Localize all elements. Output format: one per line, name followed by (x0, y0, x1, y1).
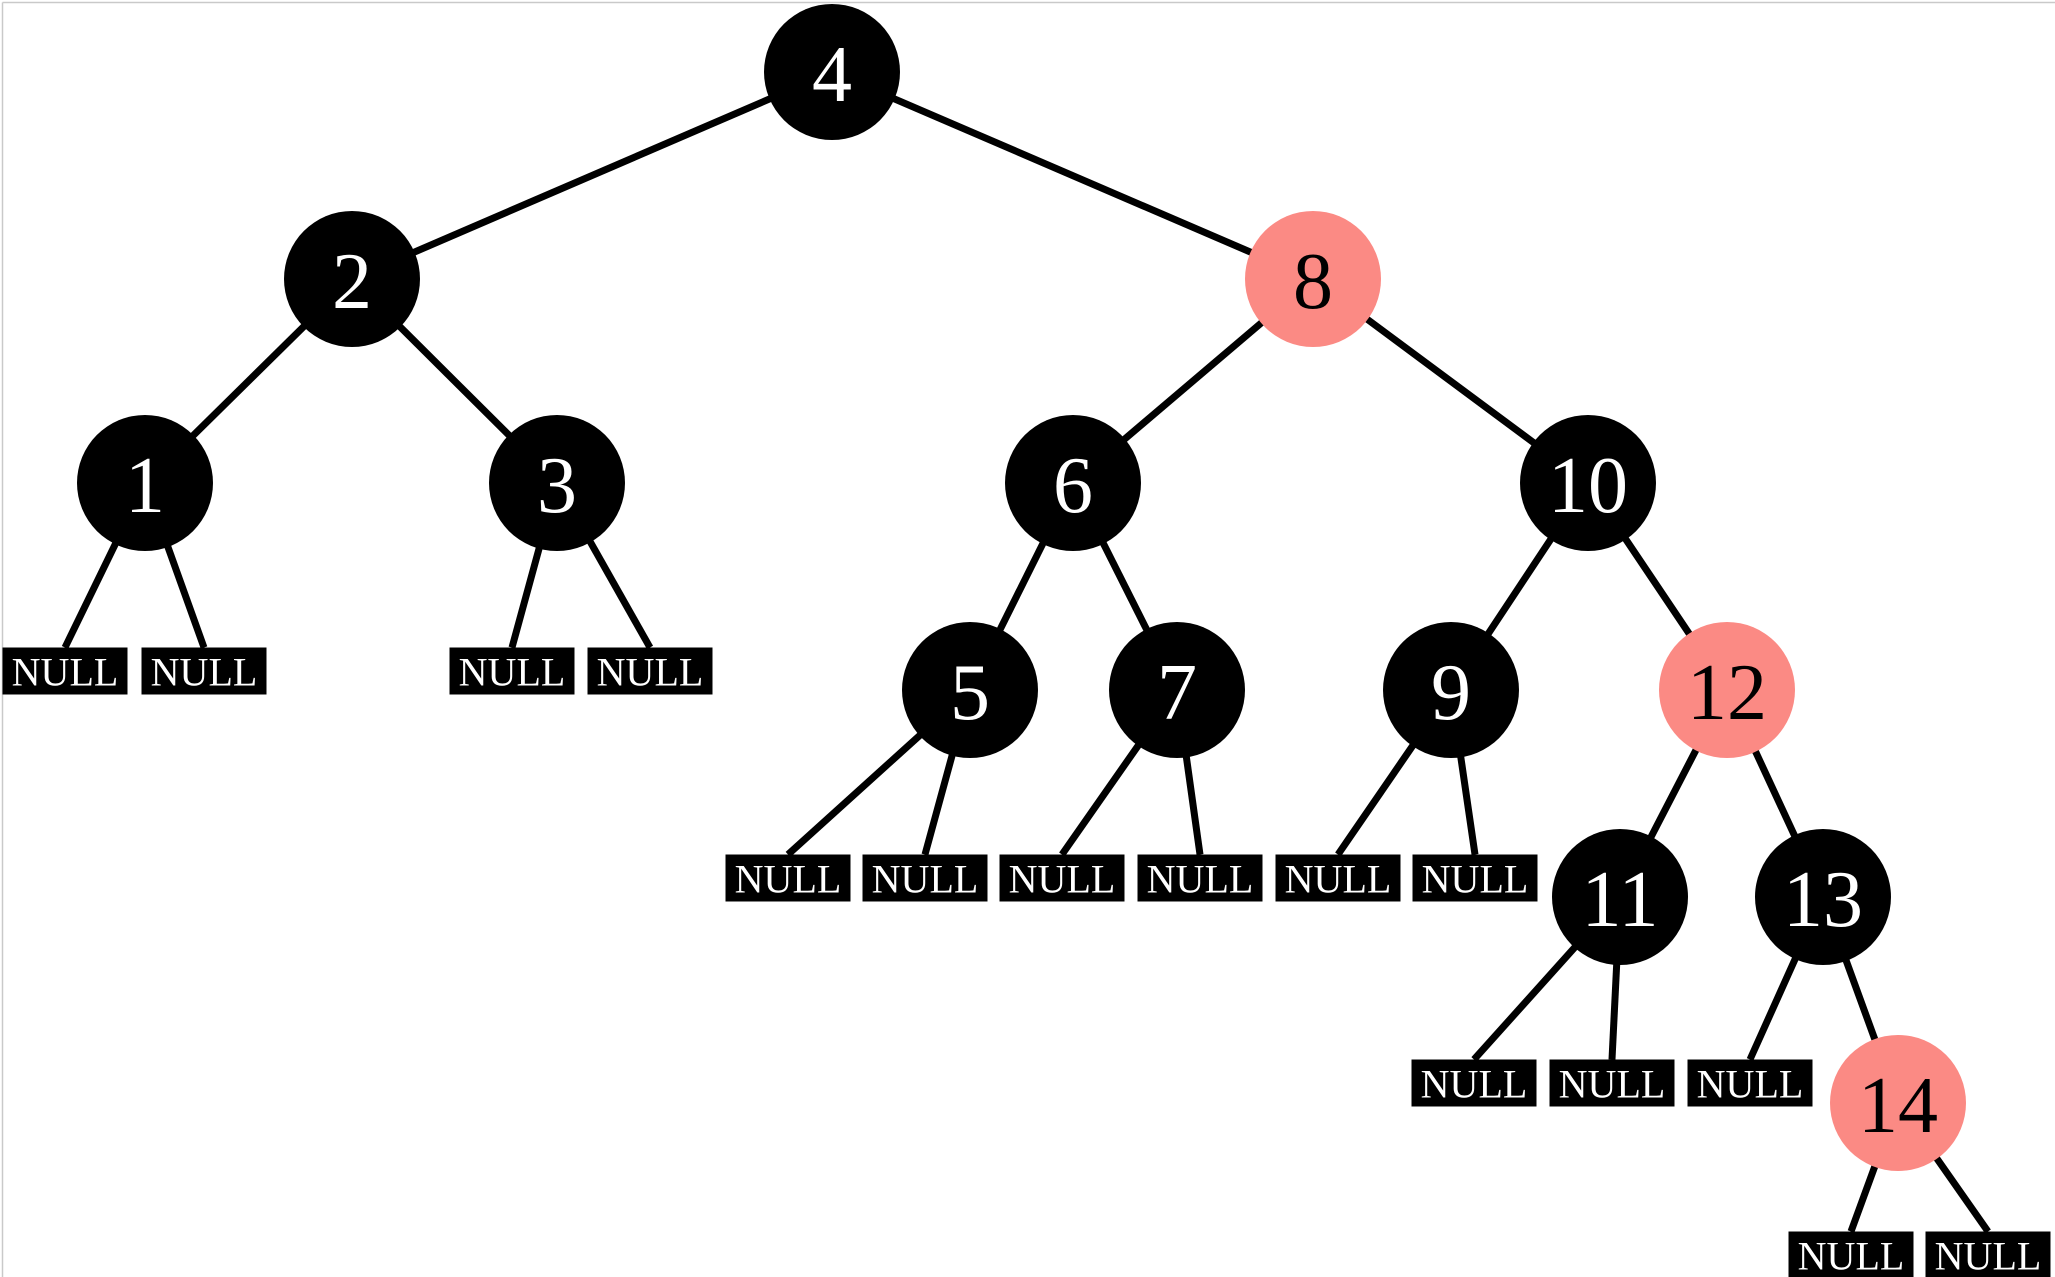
tree-node-label-13: 13 (1783, 856, 1863, 944)
null-leaf-box (1137, 854, 1263, 902)
tree-node-9-black (1383, 622, 1519, 758)
null-leaf-box (1411, 1059, 1537, 1107)
tree-node-label-11: 11 (1581, 856, 1658, 944)
tree-node-2-black (284, 211, 420, 347)
tree-edge-4-2 (350, 68, 834, 283)
tree-node-label-9: 9 (1431, 649, 1471, 737)
null-leaf-box (587, 647, 713, 695)
null-leaf-label: NULL (12, 650, 119, 695)
null-leaf-label: NULL (735, 857, 842, 902)
tree-node-13-black (1755, 829, 1891, 965)
tree-node-5-black (902, 622, 1038, 758)
null-leaf-label: NULL (1285, 857, 1392, 902)
null-leaf-label: NULL (1422, 857, 1529, 902)
null-leaf-box (1412, 854, 1538, 902)
null-leaf-label: NULL (1697, 1062, 1804, 1107)
null-leaf-box (1275, 854, 1401, 902)
null-leaf-box (999, 854, 1125, 902)
tree-node-label-14: 14 (1858, 1062, 1938, 1150)
tree-edge-4-8 (830, 68, 1315, 283)
null-leaf-box (1925, 1231, 2051, 1277)
null-leaf-label: NULL (1421, 1062, 1528, 1107)
tree-node-7-black (1109, 622, 1245, 758)
tree-node-6-black (1005, 415, 1141, 551)
null-leaf-label: NULL (597, 650, 704, 695)
null-leaf-label: NULL (872, 857, 979, 902)
tree-node-4-black (764, 4, 900, 140)
tree-node-8-red (1245, 211, 1381, 347)
tree-node-label-6: 6 (1053, 442, 1093, 530)
null-leaf-box (449, 647, 575, 695)
tree-node-label-2: 2 (332, 238, 372, 326)
tree-node-12-red (1659, 622, 1795, 758)
null-leaf-box (1687, 1059, 1813, 1107)
tree-node-1-black (77, 415, 213, 551)
null-leaf-box (1549, 1059, 1675, 1107)
tree-node-label-7: 7 (1157, 649, 1197, 737)
tree-node-10-black (1520, 415, 1656, 551)
tree-node-11-black (1552, 829, 1688, 965)
null-leaf-label: NULL (151, 650, 258, 695)
null-leaf-label: NULL (1935, 1234, 2042, 1277)
tree-node-label-8: 8 (1293, 238, 1333, 326)
null-leaf-label: NULL (1798, 1234, 1905, 1277)
tree-node-3-black (489, 415, 625, 551)
null-leaf-label: NULL (1009, 857, 1116, 902)
tree-node-14-red (1830, 1035, 1966, 1171)
null-leaf-box (1788, 1231, 1914, 1277)
tree-node-label-5: 5 (950, 649, 990, 737)
null-leaf-box (141, 647, 267, 695)
tree-node-label-1: 1 (125, 442, 165, 530)
null-leaf-label: NULL (459, 650, 566, 695)
tree-node-label-12: 12 (1687, 649, 1767, 737)
tree-node-label-10: 10 (1548, 442, 1628, 530)
tree-node-label-3: 3 (537, 442, 577, 530)
tree-node-label-4: 4 (812, 31, 852, 119)
null-leaf-box (725, 854, 851, 902)
null-leaf-box (862, 854, 988, 902)
null-leaf-label: NULL (1559, 1062, 1666, 1107)
null-leaf-box (2, 647, 128, 695)
null-leaf-label: NULL (1147, 857, 1254, 902)
